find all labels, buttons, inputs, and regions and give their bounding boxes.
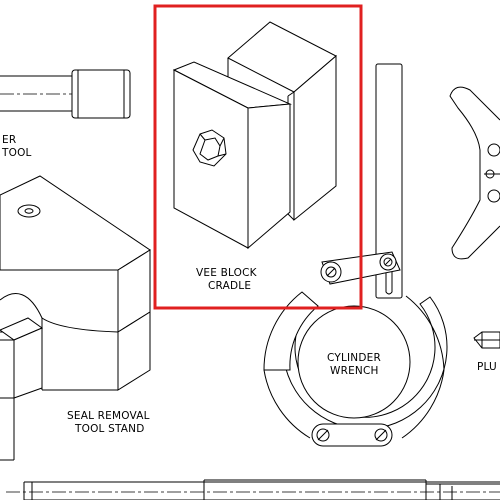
- vee-block-cradle-drawing: [172, 21, 337, 250]
- seal-stand-label-line2: TOOL STAND: [74, 423, 145, 435]
- seal-stand-label-line1: SEAL REMOVAL: [67, 410, 150, 422]
- tool-label-line2: TOOL: [1, 147, 32, 159]
- cylinder-wrench-drawing: [263, 63, 448, 447]
- removal-tool-drawing: [0, 69, 131, 119]
- tool-label-line1: ER: [2, 134, 16, 146]
- seal-removal-stand-drawing: [0, 175, 151, 461]
- spanner-drawing: [449, 86, 500, 260]
- plug-drawing: [473, 331, 500, 349]
- cylinder-wrench-label-line2: WRENCH: [330, 365, 379, 377]
- plug-label: PLU: [477, 361, 497, 373]
- vee-block-label-line2: CRADLE: [208, 280, 251, 292]
- vee-block-label-line1: VEE BLOCK: [196, 267, 258, 279]
- cylinder-wrench-label-line1: CYLINDER: [327, 352, 381, 364]
- highlight-box: [153, 4, 363, 310]
- shaft-drawing: [6, 479, 500, 500]
